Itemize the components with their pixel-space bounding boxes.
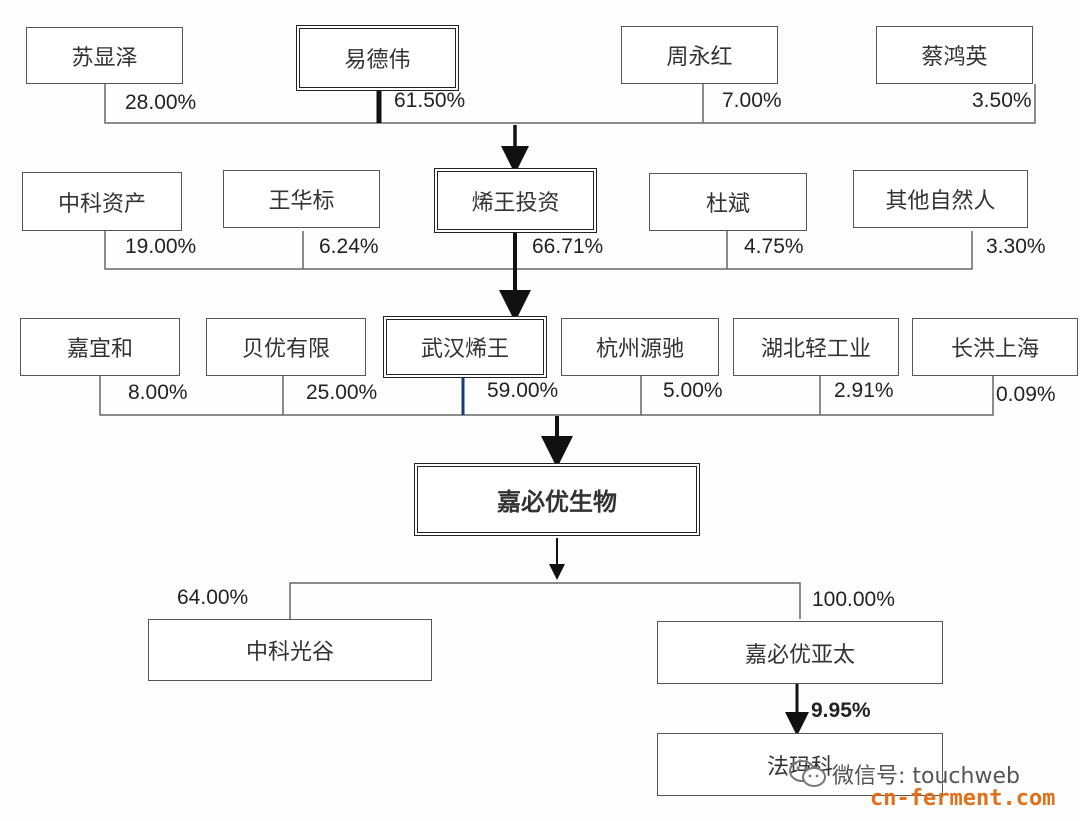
shareholder-box-jiayihe: 嘉宜和	[20, 318, 180, 376]
site-watermark: cn-ferment.com	[870, 786, 1056, 811]
stake-others: 3.30%	[986, 235, 1046, 258]
stake-yi: 61.50%	[394, 89, 466, 112]
shareholder-box-cai: 蔡鸿英	[876, 26, 1033, 84]
stake-zhongke-assets: 19.00%	[125, 235, 197, 258]
stake-changhong: 0.09%	[996, 383, 1056, 406]
investee-box-famake: 法玛科	[657, 733, 943, 796]
shareholder-box-hubei-light: 湖北轻工业	[733, 318, 899, 376]
stake-cai: 3.50%	[972, 89, 1032, 112]
stake-wuhan-xiwang: 59.00%	[487, 379, 559, 402]
shareholder-box-wang: 王华标	[223, 170, 380, 228]
stake-jiayihe: 8.00%	[128, 381, 188, 404]
stake-du: 4.75%	[744, 235, 804, 258]
shareholder-box-changhong: 长洪上海	[912, 318, 1078, 376]
shareholder-box-hangzhou: 杭州源驰	[561, 318, 719, 376]
stake-famake: 9.95%	[811, 699, 871, 722]
wechat-watermark: 微信号: touchweb	[788, 758, 1020, 790]
stake-zhou: 7.00%	[722, 89, 782, 112]
stake-jiabiyou-apac: 100.00%	[812, 588, 895, 611]
shareholder-box-zhou: 周永红	[621, 26, 778, 84]
stake-beiyou: 25.00%	[306, 381, 378, 404]
stake-wang: 6.24%	[319, 235, 379, 258]
subsidiary-box-jiabiyou-apac: 嘉必优亚太	[657, 621, 943, 684]
shareholder-box-du: 杜斌	[649, 173, 807, 231]
stake-xiwang-invest: 66.71%	[532, 235, 604, 258]
shareholder-box-others: 其他自然人	[853, 170, 1028, 228]
shareholder-box-yi: 易德伟	[296, 25, 459, 91]
stake-zhongke-guanggu: 64.00%	[177, 586, 249, 609]
subsidiary-box-zhongke-guanggu: 中科光谷	[148, 619, 432, 681]
stake-hubei-light: 2.91%	[834, 379, 894, 402]
wechat-id-text: 微信号: touchweb	[832, 764, 1020, 789]
stake-hangzhou: 5.00%	[663, 379, 723, 402]
wechat-icon	[789, 760, 826, 787]
shareholder-box-beiyou: 贝优有限	[206, 318, 366, 376]
center-company-box: 嘉必优生物	[414, 463, 700, 536]
shareholder-box-zhongke-assets: 中科资产	[22, 172, 182, 231]
stake-su: 28.00%	[125, 91, 197, 114]
shareholder-box-xiwang-invest: 烯王投资	[434, 168, 597, 233]
shareholder-box-su: 苏显泽	[26, 27, 183, 84]
shareholder-box-wuhan-xiwang: 武汉烯王	[383, 316, 547, 378]
